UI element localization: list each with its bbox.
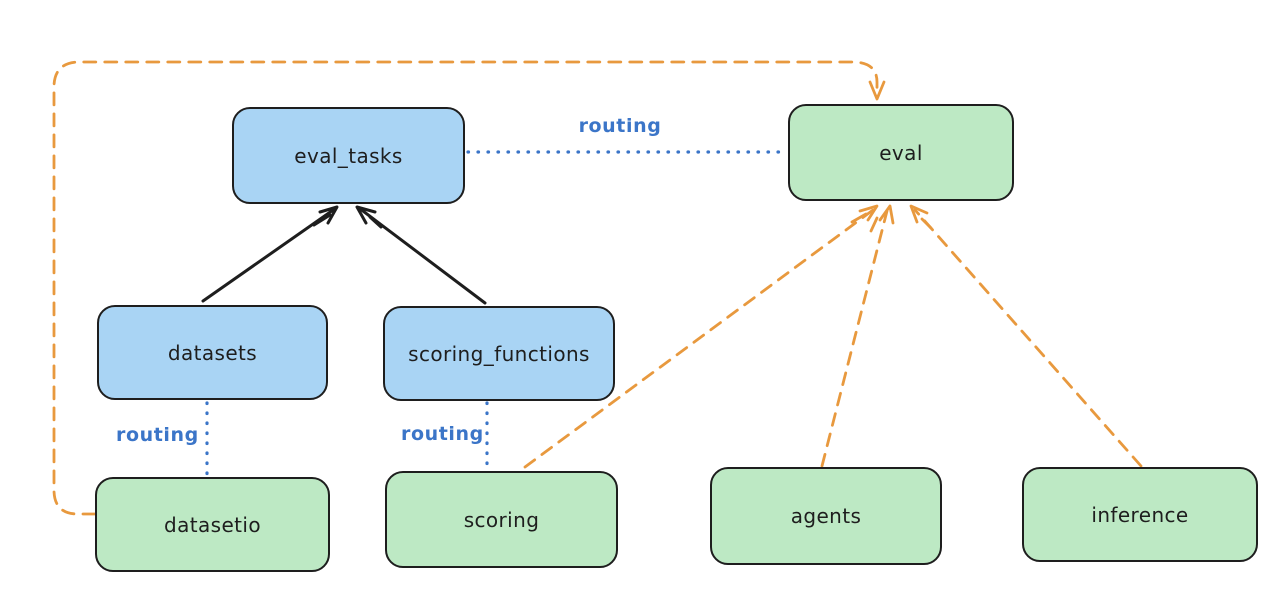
node-inference: inference <box>1022 467 1258 562</box>
routing-label-datasets-datasetio: routing <box>116 424 199 446</box>
edge-agents-to-eval <box>820 204 895 468</box>
node-datasetio: datasetio <box>95 477 330 572</box>
node-inference-label: inference <box>1091 502 1189 527</box>
node-scoring-label: scoring <box>463 507 540 532</box>
node-eval-tasks-label: eval_tasks <box>294 143 403 168</box>
edge-datasets-to-eval-tasks <box>201 205 339 303</box>
node-datasets: datasets <box>97 305 328 400</box>
node-agents: agents <box>710 467 942 565</box>
node-datasetio-label: datasetio <box>163 512 261 537</box>
node-eval-label: eval <box>879 140 923 165</box>
edge-datasetio-to-eval <box>52 60 886 516</box>
routing-label-eval-tasks-eval: routing <box>578 115 662 137</box>
edge-inference-to-eval <box>909 204 1143 468</box>
node-scoring-functions: scoring_functions <box>383 306 615 401</box>
node-agents-label: agents <box>790 504 862 528</box>
node-scoring: scoring <box>385 471 618 568</box>
node-scoring-functions-label: scoring_functions <box>408 341 590 366</box>
routing-label-scoring-functions-scoring: routing <box>401 423 484 445</box>
node-datasets-label: datasets <box>167 340 258 365</box>
node-eval-tasks: eval_tasks <box>232 107 465 204</box>
node-eval: eval <box>788 104 1014 201</box>
edge-scoring-functions-to-eval-tasks <box>355 205 487 305</box>
